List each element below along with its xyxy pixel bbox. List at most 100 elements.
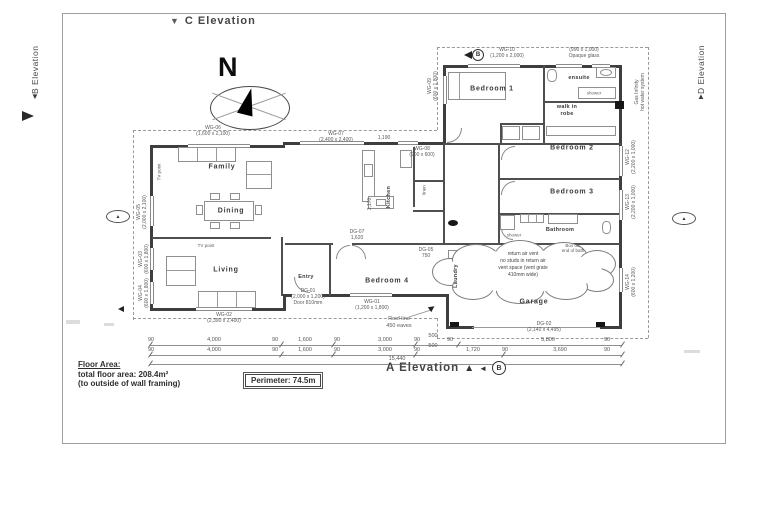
wall-segment (543, 101, 621, 103)
room-label-bedroom3: Bedroom 3 (550, 188, 594, 196)
scan-smudge (66, 320, 80, 324)
wall-segment (329, 244, 331, 296)
dimension-label: 500 (428, 333, 438, 339)
leader-arrow-icon (118, 306, 124, 312)
compass-circle (210, 86, 290, 130)
dimension-label: 90 (271, 337, 279, 343)
floor-area-note: Floor Area: total floor area: 208.4m² (t… (78, 360, 180, 389)
furniture-dining-table (204, 201, 254, 221)
wall-segment (443, 65, 622, 68)
fixture-toilet (547, 69, 557, 82)
label-line: (600 x 1,800) (433, 71, 439, 101)
window-marker (398, 141, 418, 145)
left-arrow-icon: ◄ (479, 363, 488, 373)
revision-cloud: return air vent no studs in return air v… (432, 240, 616, 304)
furniture-line (217, 292, 218, 307)
dimension-label: 500 (428, 343, 438, 349)
door-arc (501, 181, 515, 195)
dimension-label: 5,800 (541, 337, 555, 343)
furniture-robe-shelf (546, 126, 616, 136)
kitchen-fridge (400, 150, 412, 168)
fixture-shower (500, 215, 515, 230)
wall-segment (500, 123, 543, 125)
flag-icon (464, 51, 472, 59)
room-label-walkin-2: robe (560, 111, 574, 117)
c-elevation-label: ▼C Elevation (170, 15, 256, 27)
garage-door-line (472, 327, 602, 328)
cloud-note-line: 410mm wide) (507, 272, 539, 278)
scan-smudge (104, 323, 114, 326)
fixture-toilet (602, 221, 611, 234)
d-elevation-triangle-icon: ▲ (697, 92, 705, 101)
window-label-wg09: WG-09(600 x 1,800) (427, 71, 439, 100)
dimension-label: 90 (271, 347, 279, 353)
label-line: 450 eaves (386, 322, 412, 329)
room-label-family: Family (208, 163, 236, 171)
roof-dashed-line (437, 318, 438, 338)
compass-north-letter: N (218, 52, 238, 82)
label-line: DG-02 (536, 321, 552, 327)
wall-segment (543, 65, 545, 143)
wall-segment (600, 326, 622, 329)
wall-segment (498, 178, 620, 180)
furniture-chair (210, 222, 220, 229)
door-pivot-dot (448, 220, 458, 226)
a-elevation-label: A Elevation (386, 362, 460, 374)
elevation-marker-icon: ▲ (106, 210, 130, 223)
window-label-wg04: WG-04(600 x 1,800) (138, 278, 150, 307)
label-line: WG-01 (364, 299, 380, 305)
note-tv-point: TV point (156, 163, 162, 181)
window-label-wg08: WG-08(900 x 600) (409, 146, 434, 158)
window-label-wg05: WG-05(2,000 x 2,100) (136, 195, 148, 229)
label-line: (600 x 1,200) (631, 267, 637, 297)
roof-dashed-line (133, 130, 134, 320)
window-marker (619, 146, 623, 176)
door-arc (501, 146, 515, 160)
window-marker (350, 293, 392, 297)
wall-segment (413, 180, 443, 182)
furniture-line (536, 214, 537, 223)
room-label-bedroom2: Bedroom 2 (550, 144, 594, 152)
fixture-basin (600, 69, 612, 76)
cloud-note-line: vent space (vent grate (498, 265, 548, 271)
garage-door-stop (450, 322, 459, 327)
dimension-label: 90 (501, 347, 509, 353)
cloud-note-line: return air vent (507, 251, 539, 257)
dimension-line (150, 355, 622, 356)
furniture-chair (230, 193, 240, 200)
fixture-bath (548, 214, 578, 224)
dimension-total: 15,440 (388, 356, 406, 362)
window-label-wg10: WG-10(1,200 x 2,000) (490, 47, 524, 59)
dimension-label: 90 (147, 347, 155, 353)
gas-unit-icon (615, 101, 624, 109)
furniture-chair (230, 222, 240, 229)
label-shower: shower (506, 232, 522, 238)
window-marker (556, 64, 582, 68)
dimension-label: 3,000 (378, 337, 392, 343)
roof-dashed-line (133, 318, 437, 319)
b-marker-circle: B (492, 361, 507, 375)
window-label-wg06: WG-06(1,600 x 2,100) (196, 125, 230, 137)
dimension-label: 1,600 (298, 337, 312, 343)
dimension-label: 90 (603, 347, 611, 353)
dimension-label: 90 (333, 337, 341, 343)
window-marker (300, 141, 364, 145)
furniture-bed (448, 72, 506, 100)
wall-segment (152, 237, 271, 239)
furniture-robe (502, 126, 520, 140)
label-line: (2,000 x 1,200) (291, 294, 325, 300)
fixture-vanity (520, 214, 544, 223)
label-line: WG-10 (499, 47, 515, 53)
furniture-line (236, 292, 237, 307)
room-label-entry: Entry (298, 274, 314, 280)
label-line: hot water system (640, 73, 646, 111)
c-elevation-text: C Elevation (184, 15, 256, 27)
room-label-bathroom: Bathroom (545, 227, 575, 233)
dimension-label: 4,000 (207, 347, 221, 353)
label-line: (2,000 x 2,100) (142, 195, 148, 229)
label-line: Roof line (388, 316, 410, 322)
